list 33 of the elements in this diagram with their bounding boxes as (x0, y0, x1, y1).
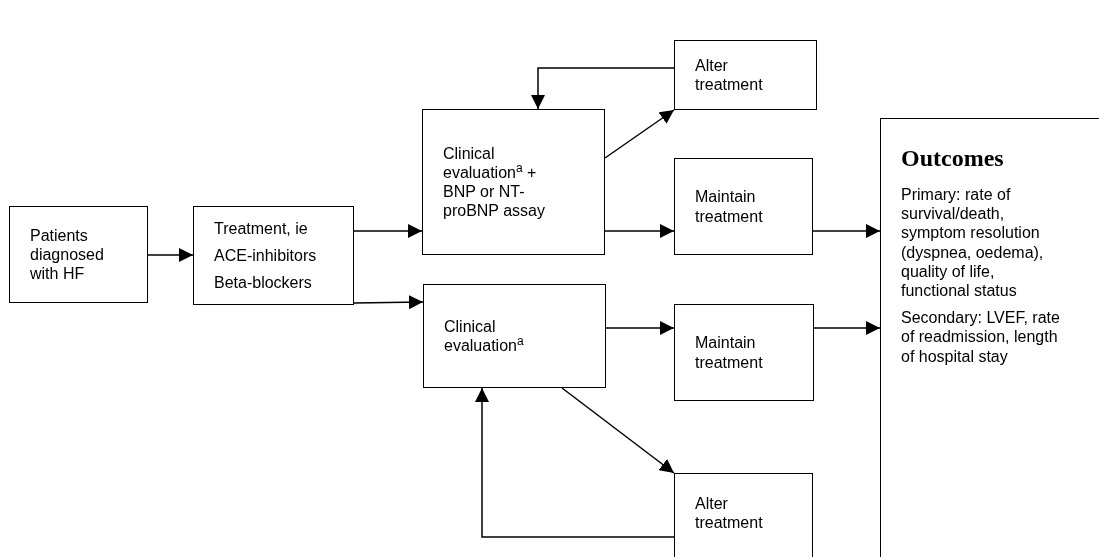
box-text: Clinical evaluation$^{a}$ + BNP or NT-proBNP assay (443, 143, 546, 221)
arrow (561, 387, 675, 474)
box-text: Alter treatment (695, 494, 764, 533)
arrow (475, 387, 675, 538)
box-text: Clinical evaluation$^{a}$ (444, 316, 525, 356)
process-box (674, 158, 813, 255)
box-text: Secondary: LVEF, rate of readmission, length of hospital stay (901, 308, 1061, 366)
arrow (604, 109, 675, 159)
process-box (9, 206, 148, 303)
arrow (353, 224, 423, 238)
arrow (531, 67, 675, 110)
box-text: Treatment, ie (214, 218, 309, 238)
process-box (193, 206, 354, 305)
arrow (353, 295, 424, 310)
box-text: Primary: rate of survival/death, symptom resolution (dyspnea, oedema), quality of life, functional status (901, 185, 1045, 301)
box-heading: Outcomes (901, 144, 1005, 173)
process-box (880, 118, 1099, 557)
box-text: Alter treatment (695, 55, 764, 95)
arrow (604, 224, 675, 238)
box-text: Patients diagnosed with HF (30, 225, 105, 284)
box-text: Beta-blockers (214, 273, 313, 293)
box-text: Maintain treatment (695, 187, 764, 226)
process-box (674, 304, 814, 401)
arrow (813, 321, 881, 335)
process-box (674, 40, 817, 110)
box-text: ACE-inhibitors (214, 245, 318, 266)
arrow (147, 248, 194, 262)
process-box (422, 109, 605, 255)
arrow (605, 321, 675, 335)
process-box (423, 284, 606, 388)
arrow (812, 224, 881, 238)
process-box (674, 473, 813, 557)
box-text: Maintain treatment (695, 333, 764, 372)
